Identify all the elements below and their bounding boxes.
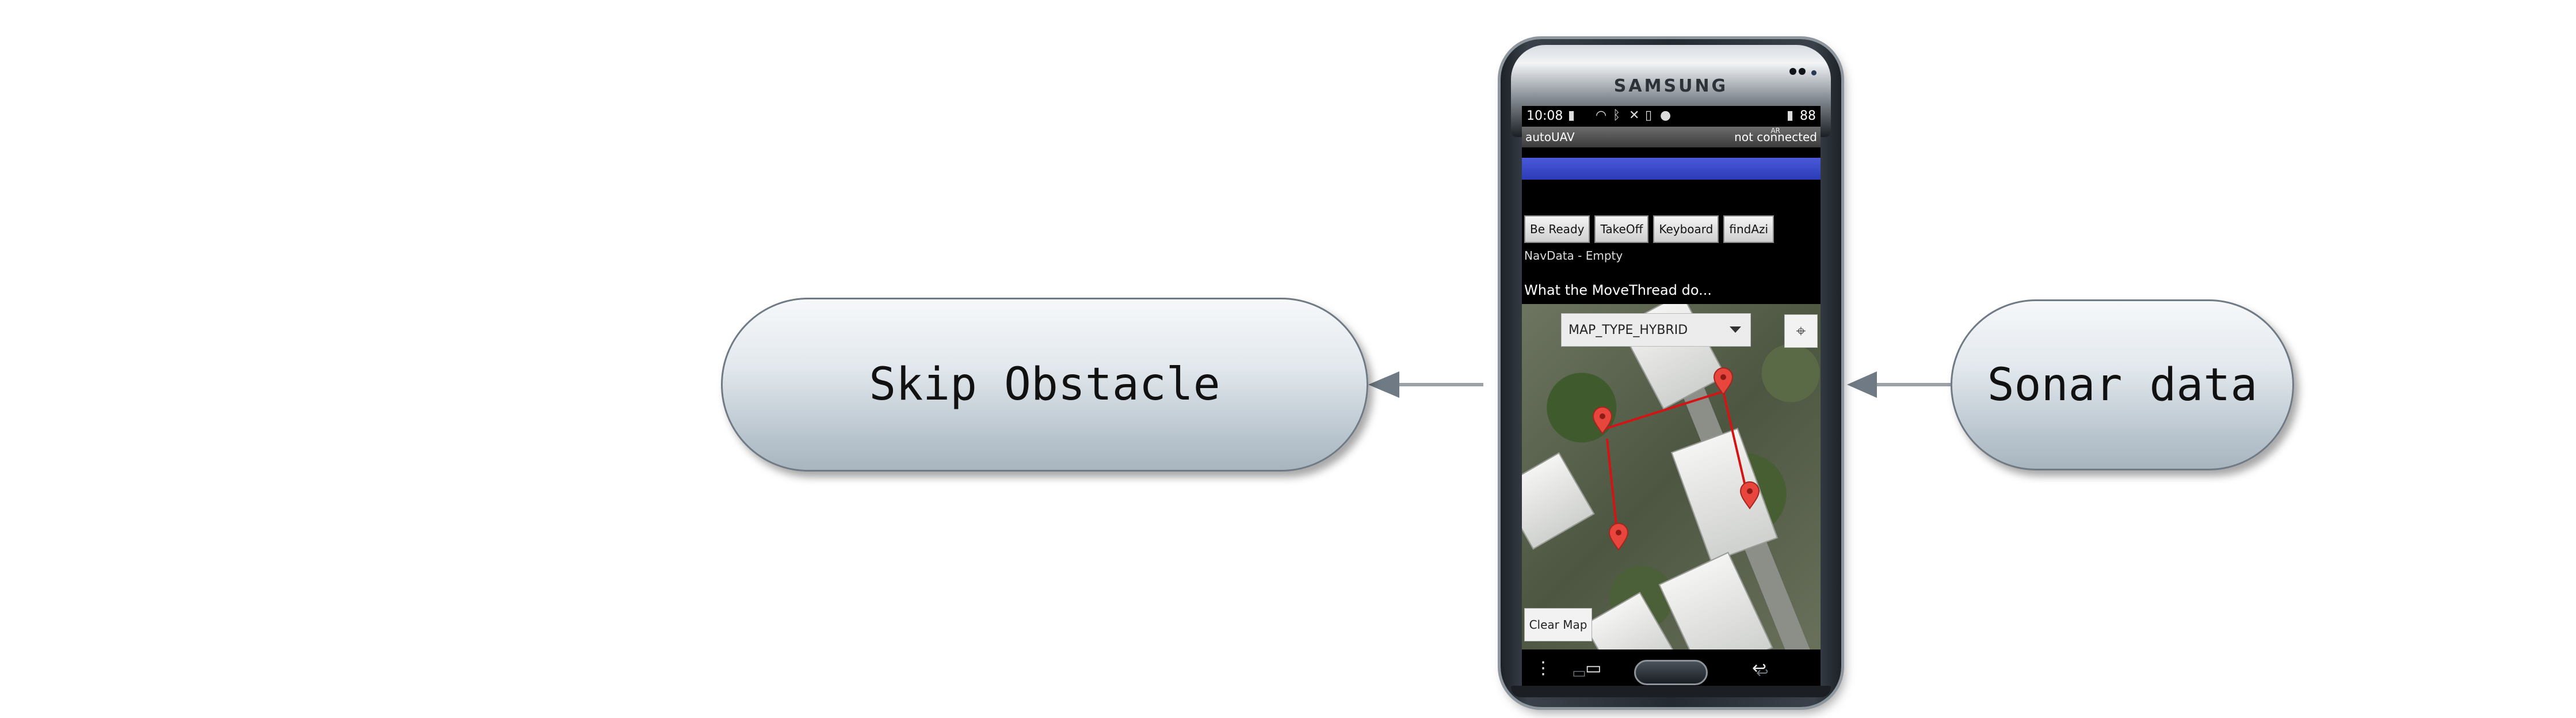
hardware-back-icon[interactable]: ↩: [1756, 664, 1769, 682]
crosshair-icon: ⌖: [1796, 321, 1806, 341]
brand-logo: SAMSUNG: [1613, 76, 1728, 96]
map-type-dropdown[interactable]: MAP_TYPE_HYBRID: [1561, 313, 1751, 347]
my-location-button[interactable]: ⌖: [1784, 314, 1818, 348]
smartphone: SAMSUNG 10:08 ▮ ◠ ᛒ ✕ ▯ ● ▮ 88 autoUAV A…: [1501, 39, 1841, 707]
location-icon: ●: [1660, 108, 1671, 123]
battery-icon: ▮: [1787, 108, 1794, 123]
sonar-data-node: Sonar data: [1951, 299, 2294, 470]
sonar-data-label: Sonar data: [1987, 359, 2258, 411]
takeoff-button[interactable]: TakeOff: [1594, 215, 1649, 243]
control-button-row: Be Ready TakeOff Keyboard findAzi: [1524, 215, 1774, 244]
front-camera-icon: [1811, 70, 1816, 75]
recent-apps-icon[interactable]: ▭: [1585, 658, 1602, 678]
route-overlay: [1592, 367, 1760, 551]
bluetooth-icon: ᛒ: [1613, 108, 1621, 123]
be-ready-button[interactable]: Be Ready: [1524, 215, 1590, 243]
vibrate-icon: ▯: [1645, 108, 1653, 123]
dropdown-arrow-icon: [1730, 326, 1741, 333]
phone-bottom-bezel: [1511, 686, 1831, 697]
satellite-map[interactable]: MAP_TYPE_HYBRID ⌖ Clear Map: [1522, 304, 1821, 649]
map-type-value: MAP_TYPE_HYBRID: [1569, 322, 1688, 337]
arrow-from-sonar-head: [1847, 371, 1877, 398]
progress-bar: [1522, 158, 1821, 180]
map-marker-icon[interactable]: [1713, 367, 1734, 396]
navdata-text: NavData - Empty: [1524, 249, 1623, 263]
overflow-menu-icon[interactable]: ⋮: [1535, 658, 1552, 678]
movethread-text: What the MoveThread do...: [1524, 282, 1712, 298]
find-azi-button[interactable]: findAzi: [1723, 215, 1774, 243]
wifi-icon: ◠: [1596, 108, 1607, 123]
app-title: autoUAV: [1525, 130, 1575, 144]
clear-map-button[interactable]: Clear Map: [1524, 608, 1592, 641]
mute-icon: ✕: [1629, 108, 1640, 123]
map-marker-icon[interactable]: [1608, 523, 1629, 551]
app-title-bar: autoUAV AR not connected: [1522, 127, 1821, 147]
battery-level: 88: [1800, 109, 1816, 123]
proximity-sensor: [1789, 68, 1796, 75]
light-sensor: [1799, 68, 1806, 75]
status-bar: 10:08 ▮ ◠ ᛒ ✕ ▯ ● ▮ 88: [1522, 106, 1821, 127]
status-clock: 10:08: [1526, 109, 1563, 123]
hardware-home-button[interactable]: [1634, 660, 1708, 685]
map-marker-icon[interactable]: [1739, 481, 1760, 510]
back-icon[interactable]: ↩: [1752, 658, 1767, 678]
map-marker-icon[interactable]: [1592, 407, 1613, 435]
arrow-to-skip-obstacle-head: [1368, 371, 1399, 398]
skip-obstacle-label: Skip Obstacle: [869, 359, 1220, 411]
sd-card-icon: ▮: [1568, 108, 1575, 123]
hardware-recent-icon[interactable]: ▭: [1572, 664, 1586, 682]
connection-substatus: AR: [1770, 127, 1780, 135]
connection-status: not connected: [1734, 130, 1817, 144]
keyboard-button[interactable]: Keyboard: [1653, 215, 1719, 243]
route-polyline: [1602, 390, 1751, 506]
skip-obstacle-node: Skip Obstacle: [721, 298, 1368, 472]
phone-screen: 10:08 ▮ ◠ ᛒ ✕ ▯ ● ▮ 88 autoUAV AR not co…: [1522, 106, 1821, 651]
